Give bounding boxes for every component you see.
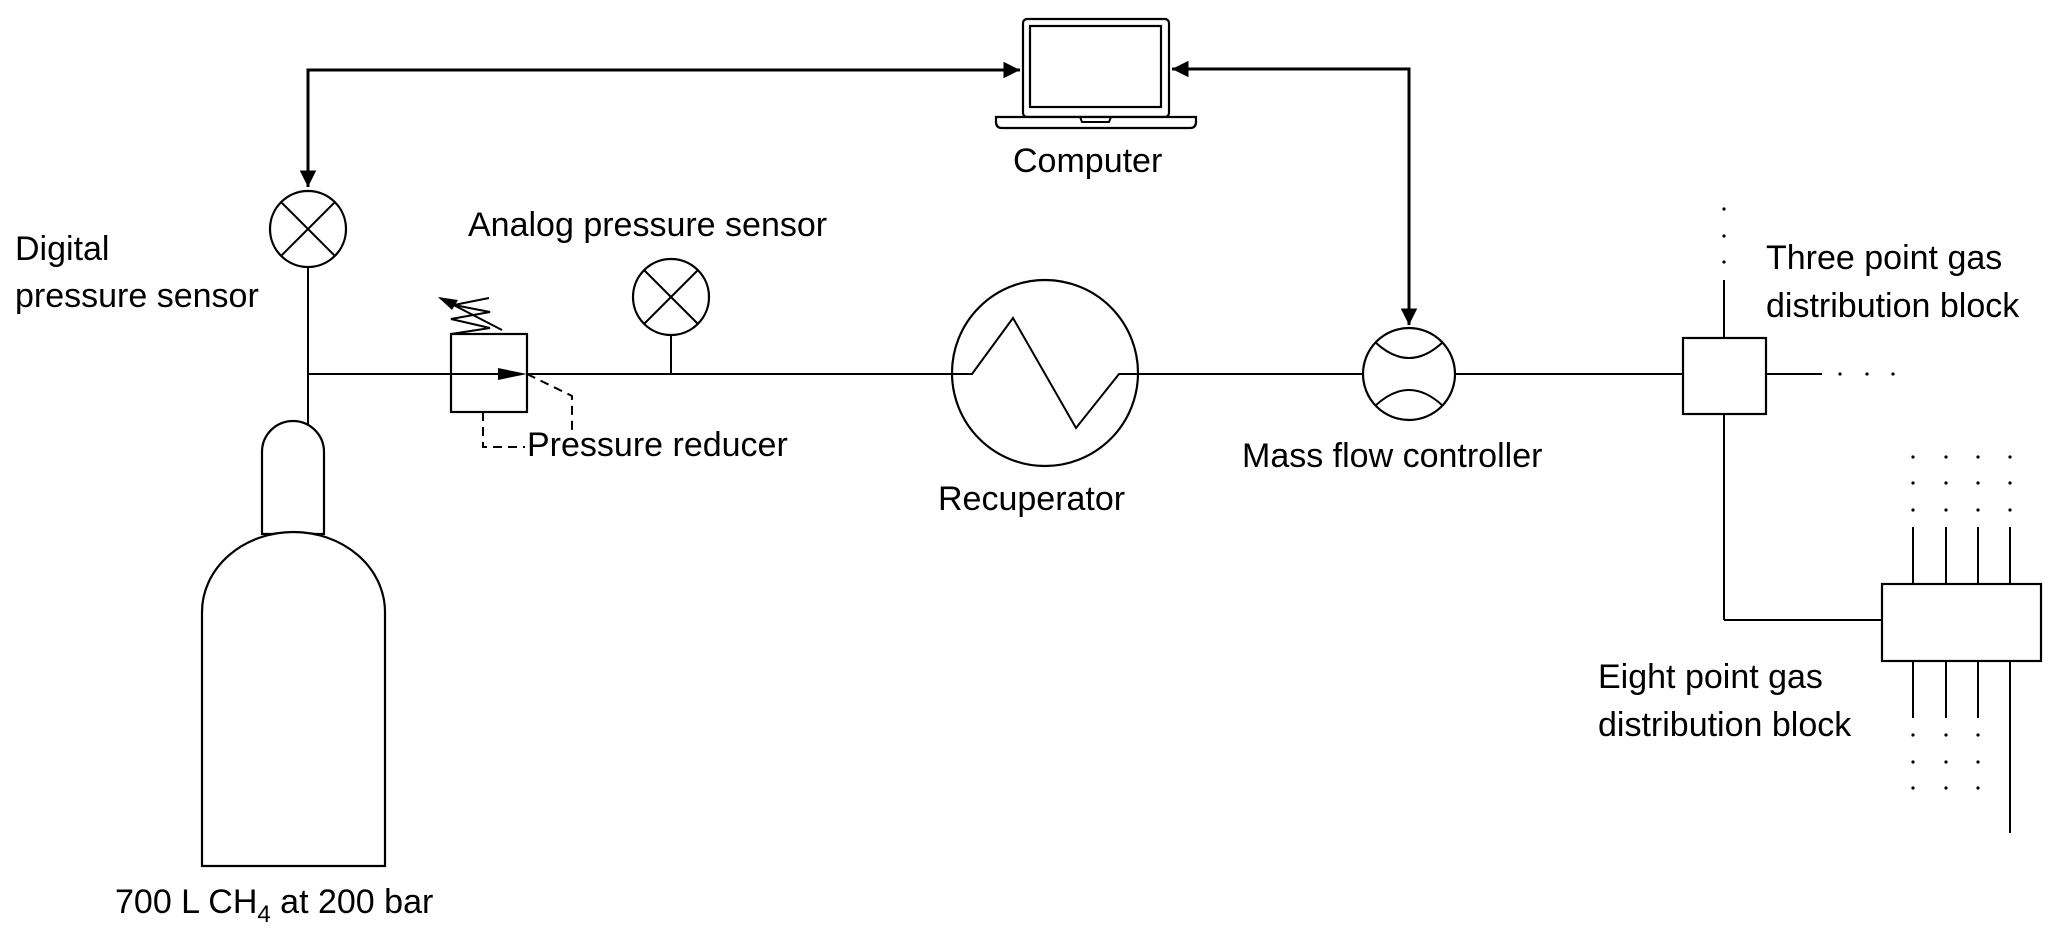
main-pipe	[307, 268, 1683, 428]
eight-point-label-line2: distribution block	[1598, 706, 1852, 744]
recuperator-icon	[950, 278, 1140, 468]
laptop-icon	[994, 17, 1198, 130]
three-point-label-line2: distribution block	[1766, 287, 2020, 325]
three-point-label-line1: Three point gas	[1766, 239, 2002, 277]
recuperator-label: Recuperator	[938, 480, 1125, 518]
analog-sensor-label: Analog pressure sensor	[468, 206, 827, 244]
gas-cylinder-icon	[200, 419, 387, 868]
computer-label: Computer	[1013, 142, 1162, 180]
digital-pressure-sensor-icon	[268, 189, 348, 269]
mfc-label: Mass flow controller	[1242, 437, 1542, 475]
signal-line-computer-mfc	[1172, 60, 1418, 325]
tank-label: 700 L CH4 at 200 bar	[115, 883, 433, 928]
digital-sensor-label-line1: Digital	[15, 230, 109, 268]
digital-sensor-label-line2: pressure sensor	[15, 277, 259, 315]
pressure-reducer-icon	[438, 297, 573, 448]
eight-point-block-icon	[1880, 455, 2043, 833]
pressure-reducer-label: Pressure reducer	[527, 426, 788, 464]
three-point-block-icon	[1681, 207, 1895, 621]
signal-line-computer-digital-sensor	[299, 61, 1020, 187]
mass-flow-controller-icon	[1361, 326, 1457, 422]
eight-point-label-line1: Eight point gas	[1598, 658, 1823, 696]
analog-pressure-sensor-icon	[631, 257, 711, 337]
